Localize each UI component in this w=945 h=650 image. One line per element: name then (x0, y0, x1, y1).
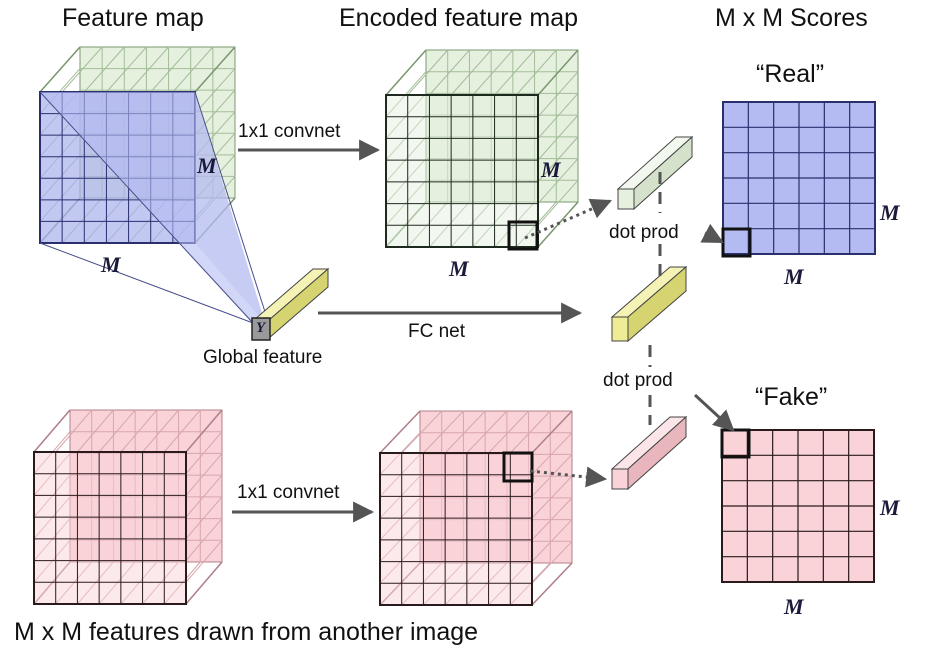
dotted-arrow-bottom (529, 466, 608, 488)
fake-scores-grid (721, 429, 875, 583)
vector-yellow (610, 265, 688, 343)
dot-prod-label-bottom: dot prod (603, 370, 673, 391)
dotted-arrow-top (524, 198, 612, 240)
convnet-label-top: 1x1 convnet (238, 121, 341, 142)
encoded-dim-bottom: M (449, 256, 469, 281)
real-dim-right: M (880, 200, 900, 225)
fake-label: “Fake” (755, 383, 828, 411)
fake-highlight-cell (720, 428, 751, 459)
convnet-label-bottom: 1x1 convnet (237, 482, 340, 503)
encoded-dim-right: M (541, 157, 561, 182)
fake-dim-bottom: M (784, 594, 804, 619)
encoded-feature-map-title: Encoded feature map (339, 4, 579, 32)
real-label: “Real” (756, 60, 825, 88)
encoded-feature-map-cube (385, 49, 579, 248)
feature-map-dim-right: M (197, 153, 217, 178)
negative-feature-map-cube (33, 409, 223, 605)
projection-triangle-side (195, 92, 265, 323)
scores-title: M x M Scores (715, 4, 868, 32)
fc-net-label: FC net (408, 321, 466, 342)
negative-encoded-feature-map-cube (379, 410, 573, 606)
encoded-highlight-cell (507, 220, 539, 251)
global-feature-label: Global feature (203, 347, 323, 368)
y-cell (251, 317, 271, 341)
real-dim-bottom: M (784, 264, 804, 289)
fake-dim-right: M (880, 495, 900, 520)
projection-triangle-front (40, 92, 265, 323)
feature-map-title: Feature map (62, 4, 204, 32)
dot-prod-arrow-real (700, 223, 724, 244)
dot-prod-label-top: dot prod (609, 222, 679, 243)
y-symbol: Y (256, 320, 266, 336)
dot-prod-arrow-fake (693, 393, 735, 432)
vector-pink (610, 415, 688, 491)
neg-encoded-highlight-cell (502, 451, 534, 483)
vector-green (616, 135, 694, 211)
real-scores-grid (722, 101, 876, 255)
global-feature-vector (251, 267, 330, 341)
bottom-caption: M x M features drawn from another image (14, 618, 479, 646)
feature-map-dim-bottom: M (101, 252, 121, 277)
feature-map-cube (39, 46, 267, 324)
